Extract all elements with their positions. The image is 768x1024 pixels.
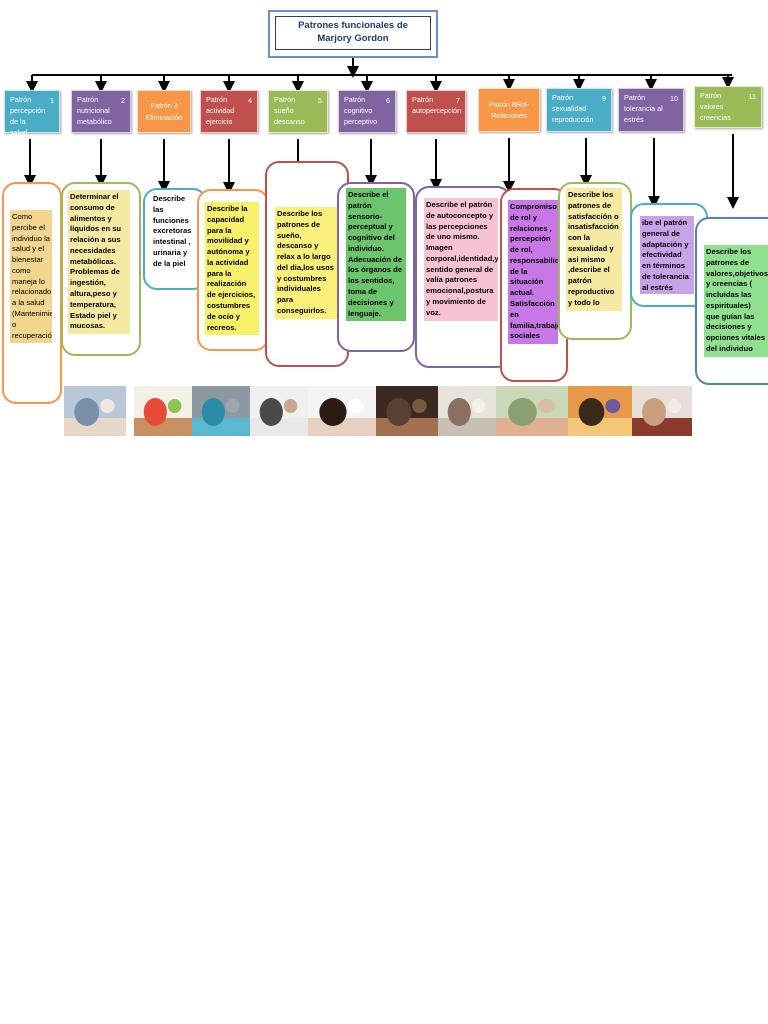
pattern-number: 7 [456,96,460,105]
pattern-number: 4 [248,96,252,105]
pattern-box-3: Patrón 3 Eliminación [137,90,191,133]
pattern-label: Patrón valores creencias [700,91,731,123]
pattern-number: 10 [670,94,678,103]
description-text-2: Determinar el consumo de alimentos y líq… [68,190,130,334]
description-text-6: Describe el patrón sensorio-perceptual y… [346,188,406,322]
exercise-photo [250,386,308,436]
description-text-5: Describe los patrones de sueño, descanso… [275,207,337,319]
pattern-label: Patrón sexualidad reproducción [552,93,594,125]
title: Patrones funcionales de Marjory Gordon [275,16,431,50]
couple-sunset-photo [568,386,632,436]
pattern-label: Patrón nutricional metabólico [77,95,112,127]
pattern-number: 2 [121,96,125,105]
sleeping-woman-photo [308,386,376,436]
kidneys-photo [192,386,250,436]
pattern-box-6: Patrón cognitivo perceptivo 6 [338,90,396,133]
description-text-1: Como percibe el individuo la salud y el … [10,210,52,344]
description-text-3: Describe las funciones excretoras intest… [151,192,195,272]
pattern-label: Patrón autopercepción [412,95,462,116]
pattern-box-9: Patrón sexualidad reproducción 9 [546,88,612,132]
pattern-label: Patrón percepción de la salud [10,95,46,138]
pattern-number: 11 [748,92,756,101]
family-photo [496,386,568,436]
pattern-label: Patrón 8Rol-Relaciones [488,99,530,120]
description-text-7: Describe el patrón de autoconcepto y las… [424,198,498,321]
pattern-label: Patrón cognitivo perceptivo [344,95,378,127]
pattern-number: 1 [50,96,54,105]
woman-fruits-photo [134,386,192,436]
pattern-number: 9 [602,94,606,103]
description-text-4: Describe la capacidad para la movilidad … [205,202,259,336]
doctor-elderly-photo [64,386,126,436]
description-text-9: Describe los patrones de satisfacción o … [566,188,622,311]
pattern-number: 5 [318,96,322,105]
description-text-8: Compromiso de rol y relaciones , percepc… [508,200,558,345]
description-text-10: ibe el patrón general de adaptación y ef… [640,216,694,294]
pattern-box-10: Patrón tolerancia al estrés 10 [618,88,684,132]
pattern-number: 6 [386,96,390,105]
pattern-label: Patrón actividad ejercicio [206,95,235,127]
stressed-student-photo [632,386,692,436]
pattern-box-1: Patrón percepción de la salud 1 [4,90,60,137]
pattern-box-2: Patrón nutricional metabólico 2 [71,90,131,133]
brain-photo [376,386,438,436]
pattern-box-5: Patrón sueño descanso 5 [268,90,328,133]
title-box: Patrones funcionales de Marjory Gordon [268,10,438,58]
description-text-11: Describe los patrones de valores,objetiv… [704,245,768,357]
pattern-label: Patrón sueño descanso [274,95,305,127]
woman-window-photo [438,386,496,436]
pattern-box-11: Patrón valores creencias 11 [694,86,762,128]
connector-lines [24,58,739,209]
pattern-label: Patrón tolerancia al estrés [624,93,663,125]
pattern-label: Patrón 3 Eliminación [145,101,183,122]
pattern-box-8: Patrón 8Rol-Relaciones [478,88,540,132]
pattern-box-4: Patrón actividad ejercicio 4 [200,90,258,133]
